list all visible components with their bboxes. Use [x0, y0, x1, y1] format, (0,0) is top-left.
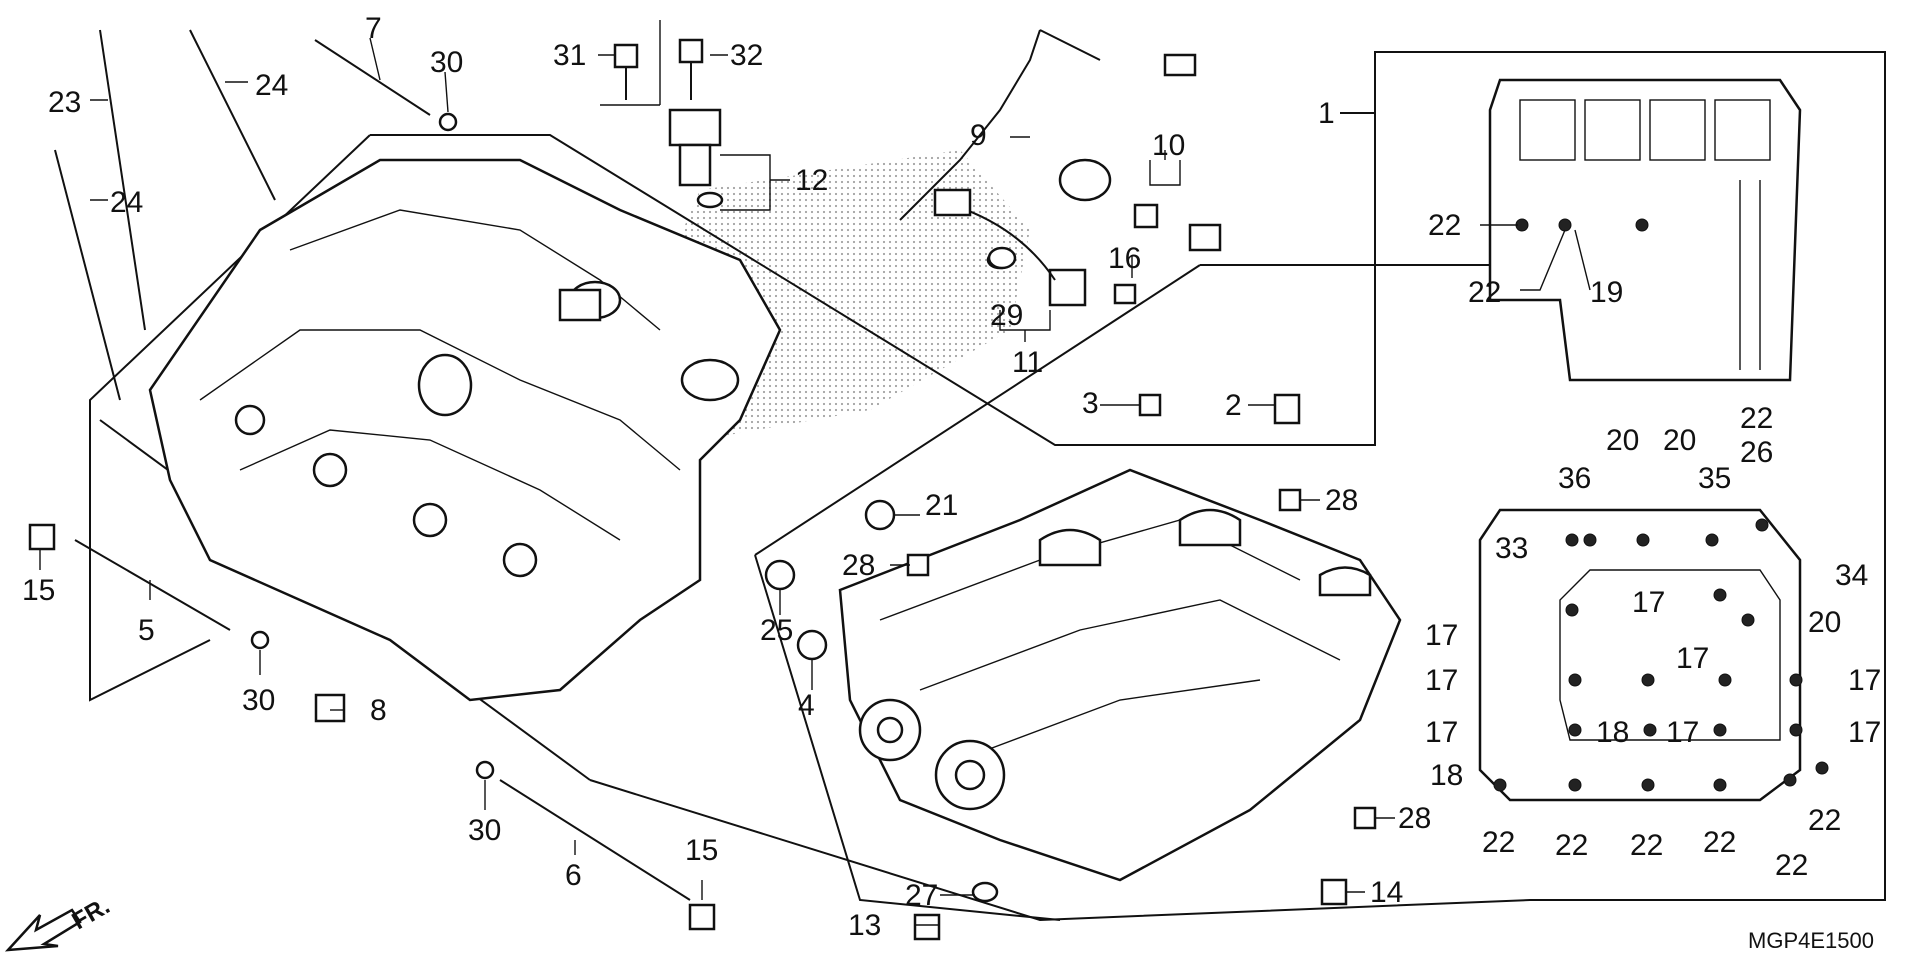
callout-31: 31 — [553, 39, 586, 72]
callout-22b: 22 — [1468, 276, 1501, 309]
callout-29: 29 — [990, 299, 1023, 332]
callout-19: 19 — [1590, 276, 1623, 309]
callout-20b: 20 — [1663, 424, 1696, 457]
callout-7: 7 — [365, 12, 382, 45]
callout-22g: 22 — [1703, 826, 1736, 859]
callout-9: 9 — [970, 119, 987, 152]
callout-17e: 17 — [1676, 642, 1709, 675]
callout-10: 10 — [1152, 129, 1185, 162]
callout-18b: 18 — [1596, 716, 1629, 749]
front-direction-indicator: FR. — [4, 892, 115, 952]
callout-17a: 17 — [1425, 619, 1458, 652]
callout-5: 5 — [138, 614, 155, 647]
callout-22a: 22 — [1428, 209, 1461, 242]
small-parts — [28, 29, 1377, 941]
front-label: FR. — [68, 892, 115, 935]
callout-27: 27 — [905, 879, 938, 912]
callout-28b: 28 — [842, 549, 875, 582]
callout-22e: 22 — [1555, 829, 1588, 862]
callout-32: 32 — [730, 39, 763, 72]
callout-26: 26 — [1740, 436, 1773, 469]
callout-17c: 17 — [1425, 716, 1458, 749]
leader-lines — [39, 20, 1591, 926]
callout-23: 23 — [48, 86, 81, 119]
callout-16: 16 — [1108, 242, 1141, 275]
callout-1: 1 — [1318, 97, 1335, 130]
crankcase-bottom-view — [1478, 78, 1829, 802]
lower-crankcase — [838, 468, 1402, 882]
callout-30c: 30 — [468, 814, 501, 847]
callout-20c: 20 — [1808, 606, 1841, 639]
callout-14: 14 — [1370, 876, 1403, 909]
callout-21: 21 — [925, 489, 958, 522]
callout-17f: 17 — [1666, 716, 1699, 749]
studs — [54, 29, 691, 901]
callout-24a: 24 — [255, 69, 288, 102]
callout-12: 12 — [795, 164, 828, 197]
callout-33: 33 — [1495, 532, 1528, 565]
callout-28c: 28 — [1398, 802, 1431, 835]
callout-35: 35 — [1698, 462, 1731, 495]
callout-13: 13 — [848, 909, 881, 942]
upper-crankcase — [148, 158, 782, 702]
callout-22f: 22 — [1630, 829, 1663, 862]
drawing-code: MGP4E1500 — [1748, 928, 1874, 953]
callout-30a: 30 — [430, 46, 463, 79]
callout-2: 2 — [1225, 389, 1242, 422]
callout-30b: 30 — [242, 684, 275, 717]
callout-36: 36 — [1558, 462, 1591, 495]
callout-15b: 15 — [685, 834, 718, 867]
callout-24b: 24 — [110, 186, 143, 219]
callout-34: 34 — [1835, 559, 1868, 592]
callout-20a: 20 — [1606, 424, 1639, 457]
callout-22i: 22 — [1808, 804, 1841, 837]
callout-labels: 1 2 3 4 5 6 7 8 9 10 11 12 13 14 15 15 1… — [22, 12, 1881, 942]
callout-11: 11 — [1012, 346, 1043, 379]
callout-17g: 17 — [1848, 664, 1881, 697]
callout-17h: 17 — [1848, 716, 1881, 749]
front-arrow-icon — [4, 908, 82, 952]
callout-4: 4 — [798, 689, 815, 722]
callout-8: 8 — [370, 694, 387, 727]
callout-18a: 18 — [1430, 759, 1463, 792]
callout-22h: 22 — [1775, 849, 1808, 882]
callout-25: 25 — [760, 614, 793, 647]
callout-15a: 15 — [22, 574, 55, 607]
callout-22d: 22 — [1482, 826, 1515, 859]
callout-3: 3 — [1082, 387, 1099, 420]
callout-28a: 28 — [1325, 484, 1358, 517]
callout-17b: 17 — [1425, 664, 1458, 697]
callout-17d: 17 — [1632, 586, 1665, 619]
callout-22c: 22 — [1740, 402, 1773, 435]
callout-6: 6 — [565, 859, 582, 892]
